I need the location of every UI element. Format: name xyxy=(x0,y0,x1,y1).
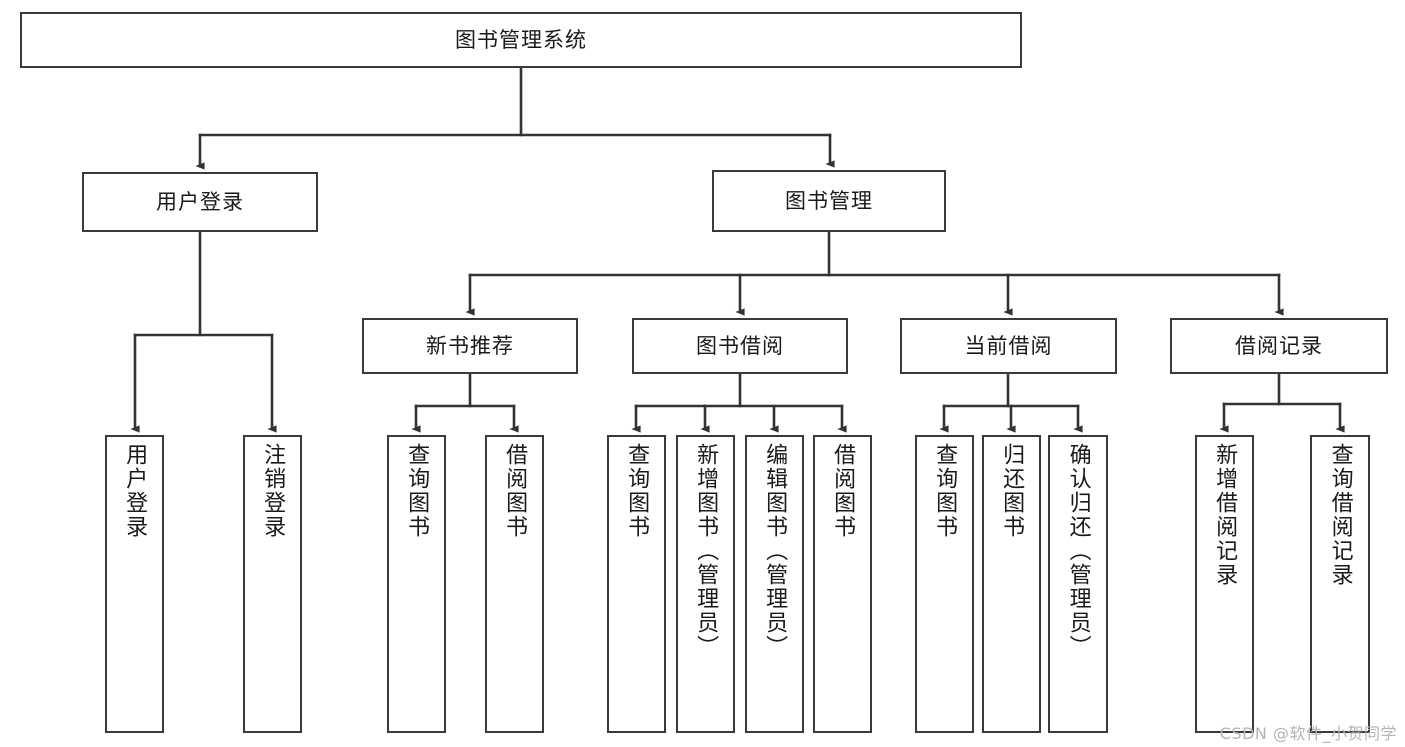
node-leaf-return-book[interactable]: 归还图书 xyxy=(982,435,1041,733)
node-new-book-recommend[interactable]: 新书推荐 xyxy=(362,318,578,374)
node-leaf-confirm-return-admin[interactable]: 确认归还（管理员） xyxy=(1048,435,1108,733)
node-leaf-add-book-admin[interactable]: 新增图书（管理员） xyxy=(676,435,735,733)
node-leaf-query-book-1[interactable]: 查询图书 xyxy=(387,435,446,733)
node-book-borrow-label: 图书借阅 xyxy=(696,333,784,358)
node-leaf-borrow-book-1[interactable]: 借阅图书 xyxy=(485,435,544,733)
node-book-borrow[interactable]: 图书借阅 xyxy=(632,318,848,374)
node-leaf-query-borrow-record-label: 查询借阅记录 xyxy=(1327,443,1353,587)
node-leaf-query-book-1-label: 查询图书 xyxy=(404,443,430,539)
node-leaf-confirm-return-admin-label: 确认归还（管理员） xyxy=(1065,443,1091,659)
node-book-management-label: 图书管理 xyxy=(785,188,873,213)
node-book-management[interactable]: 图书管理 xyxy=(712,170,946,232)
node-current-borrow-label: 当前借阅 xyxy=(964,333,1053,358)
node-root-system[interactable]: 图书管理系统 xyxy=(20,12,1022,68)
node-leaf-edit-book-admin[interactable]: 编辑图书（管理员） xyxy=(745,435,804,733)
node-leaf-query-book-2[interactable]: 查询图书 xyxy=(607,435,666,733)
node-root-system-label: 图书管理系统 xyxy=(455,27,587,52)
node-leaf-user-logout-label: 注销登录 xyxy=(260,443,286,539)
node-leaf-user-logout[interactable]: 注销登录 xyxy=(243,435,302,733)
node-leaf-borrow-book-2[interactable]: 借阅图书 xyxy=(813,435,872,733)
node-leaf-user-login[interactable]: 用户登录 xyxy=(105,435,164,733)
node-leaf-add-book-admin-label: 新增图书（管理员） xyxy=(693,443,719,659)
node-leaf-borrow-book-2-label: 借阅图书 xyxy=(830,443,856,539)
node-user-login-label: 用户登录 xyxy=(156,189,244,214)
node-new-book-recommend-label: 新书推荐 xyxy=(426,333,514,358)
node-leaf-add-borrow-record[interactable]: 新增借阅记录 xyxy=(1195,435,1254,733)
node-leaf-return-book-label: 归还图书 xyxy=(999,443,1025,539)
node-leaf-query-book-2-label: 查询图书 xyxy=(624,443,650,539)
node-leaf-borrow-book-1-label: 借阅图书 xyxy=(502,443,528,539)
node-leaf-query-book-3[interactable]: 查询图书 xyxy=(915,435,974,733)
node-leaf-add-borrow-record-label: 新增借阅记录 xyxy=(1212,443,1238,587)
node-leaf-query-book-3-label: 查询图书 xyxy=(932,443,958,539)
csdn-watermark: CSDN @软件_小贺同学 xyxy=(1219,724,1397,743)
node-current-borrow[interactable]: 当前借阅 xyxy=(900,318,1117,374)
node-borrow-record[interactable]: 借阅记录 xyxy=(1170,318,1388,374)
node-leaf-edit-book-admin-label: 编辑图书（管理员） xyxy=(762,443,788,659)
node-leaf-user-login-label: 用户登录 xyxy=(122,443,148,539)
node-leaf-query-borrow-record[interactable]: 查询借阅记录 xyxy=(1310,435,1370,733)
node-borrow-record-label: 借阅记录 xyxy=(1235,333,1323,358)
node-user-login[interactable]: 用户登录 xyxy=(82,172,318,232)
